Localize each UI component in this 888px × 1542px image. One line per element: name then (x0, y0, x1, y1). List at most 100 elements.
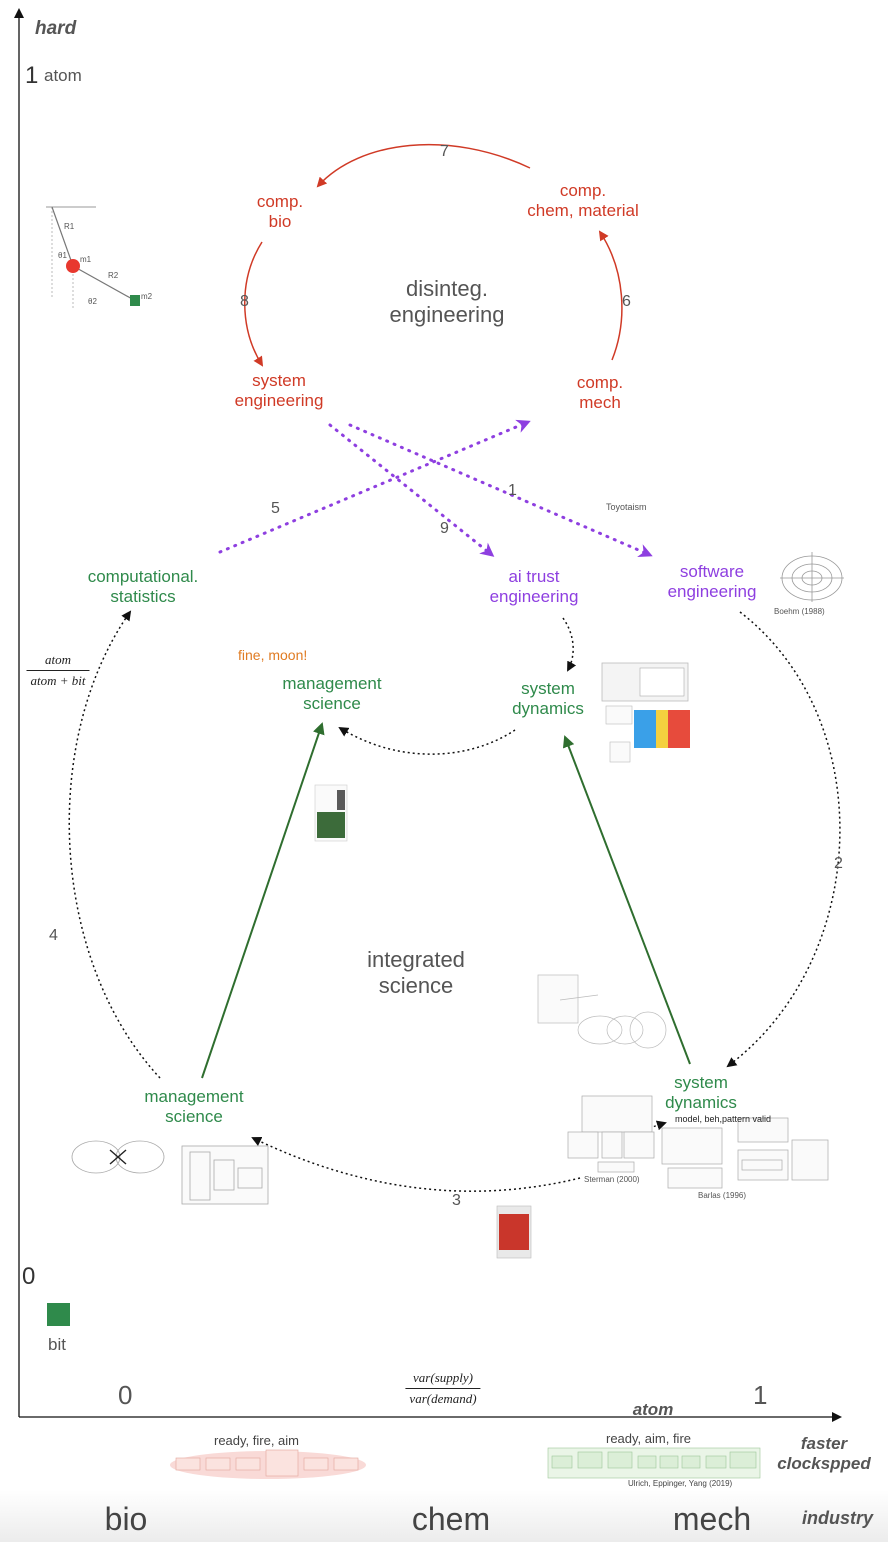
node-comp-chem-material: comp. chem, material (527, 181, 638, 222)
fine-moon-annotation: fine, moon! (238, 647, 308, 663)
faster-line2: clockspped (777, 1454, 871, 1474)
y-zero-unit: bit (48, 1335, 66, 1354)
x-ratio-denominator: var(demand) (409, 1391, 477, 1406)
bit-square-icon (47, 1303, 70, 1326)
y-ratio-denominator: atom + bit (30, 673, 86, 688)
node-comp-mech: comp. mech (577, 373, 623, 414)
svg-text:m1: m1 (80, 255, 92, 264)
management-diagram-thumbnail (71, 1140, 269, 1205)
arrow-8-red (244, 241, 264, 367)
y-zero: 0 (22, 1263, 36, 1290)
node-line: system (521, 679, 575, 698)
edge-number-9: 9 (440, 520, 449, 537)
arrow-3-dotted (251, 1136, 581, 1192)
integrated-science-label: integrated science (367, 947, 465, 1000)
x-ratio-fraction: var(supply) var(demand) (405, 1370, 481, 1407)
disinteg-line1: disinteg. (406, 276, 488, 301)
node-line: comp. (256, 192, 304, 211)
ready-fire-aim-label: ready, fire, aim (214, 1433, 300, 1448)
node-line: system (252, 371, 306, 390)
disinteg-line2: engineering (389, 302, 505, 328)
node-line: dynamics (665, 1093, 737, 1113)
arrow-2-dotted (726, 611, 841, 1068)
arrow-5-purple (218, 419, 531, 554)
industry-label: industry (802, 1508, 874, 1528)
arrow-sd-up (562, 735, 691, 1065)
node-system-engineering: system engineering (235, 371, 324, 412)
barlas-citation: Barlas (1996) (698, 1191, 747, 1200)
svg-text:R1: R1 (64, 222, 75, 231)
arrow-1-purple (348, 423, 653, 558)
node-ai-trust-engineering: ai trust engineering (490, 567, 579, 608)
x-ratio-numerator: var(supply) (405, 1370, 481, 1389)
node-line: statistics (110, 587, 176, 607)
y-one-unit: atom (44, 66, 82, 85)
ulrich-citation: Ulrich, Eppinger, Yang (2019) (628, 1479, 733, 1488)
node-line: engineering (234, 391, 324, 411)
model-validity-annotation: model, beh,pattern valid (675, 1114, 772, 1124)
node-line: bio (268, 212, 292, 232)
ready-aim-fire-label: ready, aim, fire (606, 1431, 692, 1446)
node-line: science (165, 1107, 223, 1127)
node-management-science-top: management science (282, 674, 381, 715)
node-computational-statistics: computational. statistics (88, 567, 199, 608)
book-cover-thumbnail (314, 784, 348, 842)
node-system-dynamics-bottom: system dynamics (665, 1073, 737, 1114)
node-line: dynamics (512, 699, 584, 719)
boehm-spiral-thumbnail (780, 552, 844, 602)
arrow-mgmt-up (201, 722, 325, 1079)
node-line: management (282, 674, 382, 693)
node-line: mech (579, 393, 621, 413)
node-management-science-bottom: management science (144, 1087, 243, 1128)
x-zero: 0 (118, 1380, 133, 1410)
industry-band (0, 1490, 888, 1542)
svg-text:m2: m2 (141, 292, 153, 301)
barlas-diagram-thumbnail (661, 1117, 829, 1189)
edge-number-5: 5 (271, 500, 280, 517)
sterman-diagram-thumbnail (567, 1095, 655, 1173)
double-pendulum-icon: R1 θ1 m1 R2 θ2 m2 (46, 206, 153, 308)
y-ratio-numerator: atom (26, 652, 90, 671)
toyotaism-annotation: Toyotaism (606, 502, 647, 512)
arrow-6-red (598, 230, 623, 361)
node-line: comp. (576, 373, 624, 392)
industry-chem: chem (411, 1501, 491, 1537)
node-line: chem, material (527, 201, 639, 221)
svg-text:R2: R2 (108, 271, 119, 280)
machine-book-cover (496, 1205, 532, 1259)
arrow-sd-to-mgmt (338, 726, 516, 755)
edge-number-7: 7 (440, 143, 449, 160)
node-line: management (144, 1087, 244, 1106)
edge-number-2: 2 (834, 855, 843, 872)
faster-line1: faster (800, 1434, 848, 1453)
boehm-citation: Boehm (1988) (774, 607, 825, 616)
edge-number-4: 4 (49, 927, 58, 944)
faster-clockspeed-label: faster clockspped (777, 1434, 871, 1475)
arrow-7-red (316, 143, 531, 188)
integrated-diagram-thumbnail (537, 974, 667, 1049)
edge-number-8: 8 (240, 293, 249, 310)
edge-number-6: 6 (622, 293, 631, 310)
svg-text:θ2: θ2 (88, 297, 97, 306)
system-dynamics-screenshot-thumbnail (601, 662, 690, 763)
node-line: ai trust (508, 567, 560, 586)
arrow-9-purple (328, 423, 495, 557)
ready-fire-aim-boxes (175, 1449, 359, 1477)
industry-bio: bio (104, 1501, 148, 1537)
node-comp-bio: comp. bio (257, 192, 303, 233)
node-line: computational. (87, 567, 199, 586)
sterman-citation: Sterman (2000) (584, 1175, 640, 1184)
y-one: 1 (25, 62, 39, 89)
ready-aim-fire-diagram (547, 1447, 761, 1479)
node-software-engineering: software engineering (668, 562, 757, 603)
x-one: 1 (753, 1380, 768, 1410)
disinteg-engineering-label: disinteg. engineering (390, 276, 505, 329)
industry-mech: mech (672, 1501, 752, 1537)
edge-number-1: 1 (508, 482, 517, 499)
y-ratio-fraction: atom atom + bit (26, 652, 90, 689)
node-line: software (679, 562, 745, 581)
integrated-line1: integrated (367, 947, 465, 972)
edge-number-3: 3 (452, 1192, 461, 1209)
node-line: engineering (489, 587, 579, 607)
